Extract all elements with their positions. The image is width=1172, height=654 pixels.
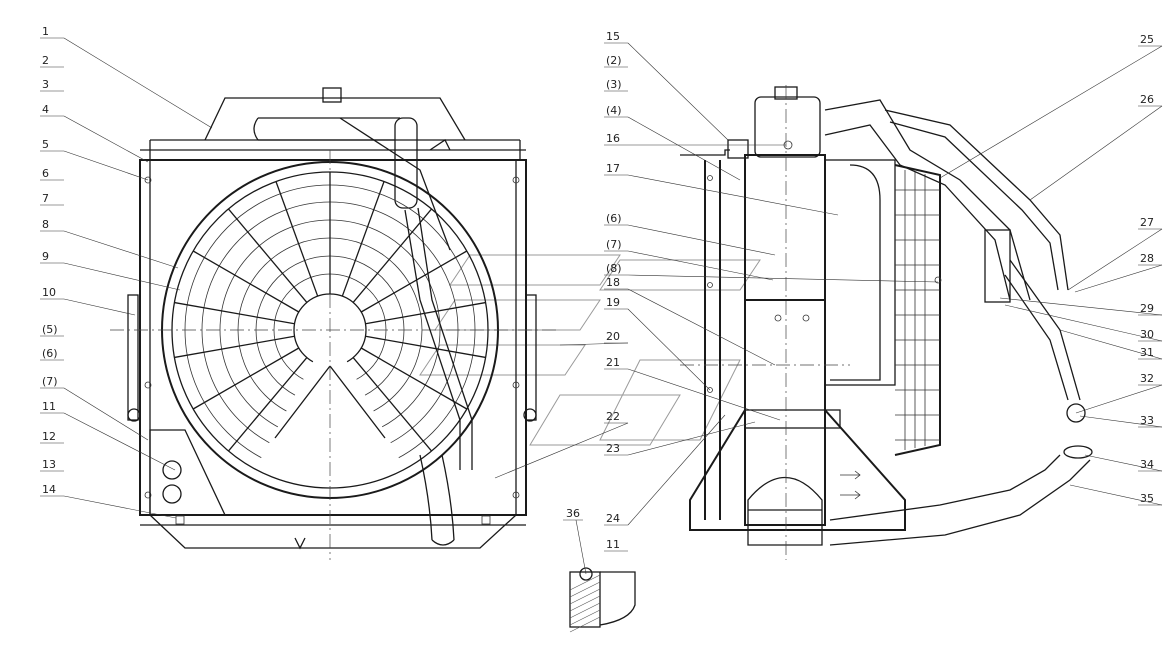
- callout-label: 4: [42, 103, 49, 116]
- callout-label: 31: [1140, 346, 1154, 359]
- expansion-tank: [754, 96, 821, 158]
- fan-spoke: [360, 347, 468, 410]
- callout-label: 7: [42, 192, 49, 205]
- callout-label: 14: [42, 483, 56, 496]
- callout-label: 28: [1140, 252, 1154, 265]
- fan-spoke: [192, 250, 300, 313]
- fan-spoke: [341, 181, 385, 297]
- bottom-tank: [149, 514, 517, 549]
- callout-labels: 12345678910(5)(6)(7)1112131415(2)(3)(4)1…: [42, 25, 1154, 551]
- callout-label: 16: [606, 132, 620, 145]
- callout-label: 34: [1140, 458, 1154, 471]
- callout-label: 32: [1140, 372, 1154, 385]
- fan-guard-spokes: [174, 172, 486, 452]
- callout-label: (8): [606, 262, 622, 275]
- callout-label: 3: [42, 78, 49, 91]
- fan-spoke: [275, 181, 319, 297]
- callout-label: 26: [1140, 93, 1154, 106]
- callout-label: 33: [1140, 414, 1154, 427]
- callout-label: 20: [606, 330, 620, 343]
- fan-spoke: [352, 208, 433, 303]
- callout-label: 18: [606, 276, 620, 289]
- fan-spoke: [174, 301, 295, 325]
- callout-label: 29: [1140, 302, 1154, 315]
- fan-spoke: [352, 357, 433, 452]
- callout-label: (4): [606, 104, 622, 117]
- leader-lines: [40, 37, 1163, 575]
- callout-label: 27: [1140, 216, 1154, 229]
- fan-spoke: [227, 357, 308, 452]
- callout-label: 36: [566, 507, 580, 520]
- callout-label: (7): [42, 375, 58, 388]
- callout-label: (6): [42, 347, 58, 360]
- callout-label: 8: [42, 218, 49, 231]
- callout-label: 2: [42, 54, 49, 67]
- top-tank: [204, 97, 466, 141]
- fan-shroud-side: [894, 164, 941, 456]
- callout-label: 6: [42, 167, 49, 180]
- callout-label: 12: [42, 430, 56, 443]
- upper-hose: [394, 117, 418, 209]
- callout-label: 19: [606, 296, 620, 309]
- fan-spoke: [365, 301, 486, 325]
- fan-spoke: [192, 347, 300, 410]
- callout-label: (3): [606, 78, 622, 91]
- core-front-plate: [704, 160, 721, 520]
- callout-label: 30: [1140, 328, 1154, 341]
- lower-tank: [747, 477, 823, 546]
- callout-label: 10: [42, 286, 56, 299]
- fan-spoke: [360, 250, 468, 313]
- callout-label: 5: [42, 138, 49, 151]
- fan-spoke: [365, 335, 486, 359]
- fan-spoke: [174, 335, 295, 359]
- callout-label: 35: [1140, 492, 1154, 505]
- callout-label: 21: [606, 356, 620, 369]
- callout-label: 1: [42, 25, 49, 38]
- fan-spoke: [227, 208, 308, 303]
- callout-label: 11: [42, 400, 56, 413]
- watermark-logo: [419, 254, 761, 446]
- detail-36: [569, 567, 636, 633]
- callout-label: (2): [606, 54, 622, 67]
- outlet-hose: [984, 229, 1011, 303]
- callout-label: 11: [606, 538, 620, 551]
- callout-label: 9: [42, 250, 49, 263]
- mounting-bracket: [689, 299, 906, 531]
- callout-label: 22: [606, 410, 620, 423]
- callout-label: 13: [42, 458, 56, 471]
- callout-label: 17: [606, 162, 620, 175]
- callout-label: 24: [606, 512, 620, 525]
- callout-label: 23: [606, 442, 620, 455]
- filler-cap: [322, 87, 342, 103]
- side-view: [680, 85, 1093, 560]
- callout-label: 15: [606, 30, 620, 43]
- callout-label: (7): [606, 238, 622, 251]
- front-view: [110, 87, 560, 560]
- callout-label: 25: [1140, 33, 1154, 46]
- callout-label: (5): [42, 323, 58, 336]
- callout-label: (6): [606, 212, 622, 225]
